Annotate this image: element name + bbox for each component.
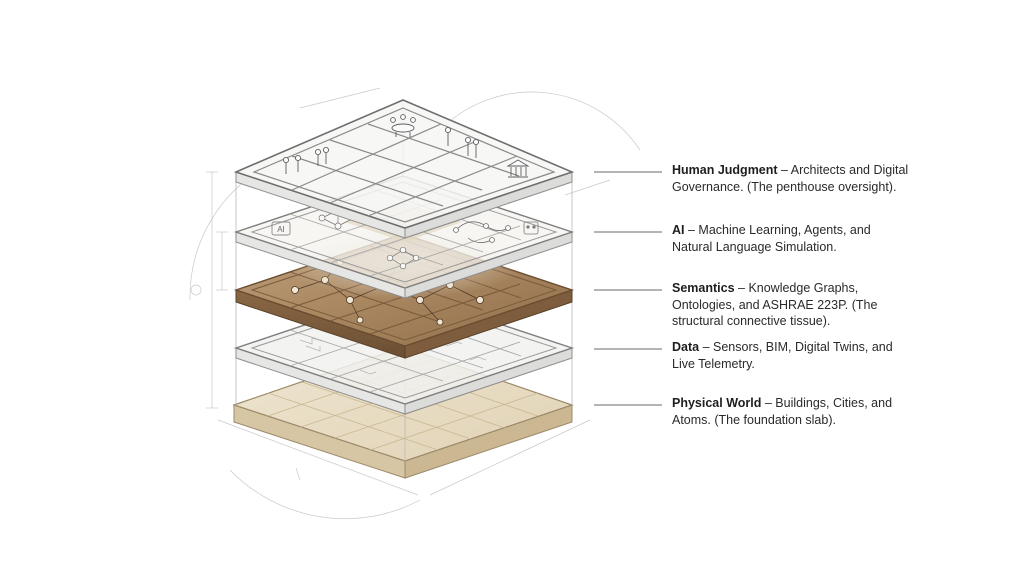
people-group-icon: [282, 146, 330, 174]
svg-text:AI: AI: [277, 225, 285, 234]
ai-chip-icon: AI: [271, 221, 291, 236]
layer-description: Architects and Digital: [790, 163, 909, 177]
layer-dash: –: [734, 281, 749, 295]
layer-description: Knowledge Graphs,: [748, 281, 859, 295]
layer-name: Human Judgment: [672, 163, 778, 177]
layer-dash: –: [684, 223, 699, 237]
layer-description-cont: Natural Language Simulation.: [672, 239, 837, 254]
institution-building-icon: [506, 159, 530, 178]
layer-name: Physical World: [672, 396, 762, 410]
label-ai: AI – Machine Learning, Agents, and Natur…: [672, 222, 1002, 255]
layer-description-cont: structural connective tissue).: [672, 314, 831, 328]
layer-description-cont: Ontologies, and ASHRAE 223P. (The: [672, 297, 878, 312]
layer-description-cont: Governance. (The penthouse oversight).: [672, 179, 897, 194]
people-pair-icon: [444, 126, 480, 158]
leader-lines: [594, 171, 662, 406]
layer-description-cont: Atoms. (The foundation slab).: [672, 412, 836, 427]
meeting-table-icon: [390, 114, 416, 137]
layer-description: Machine Learning, Agents, and: [698, 223, 871, 237]
label-physical-world: Physical World – Buildings, Cities, and …: [672, 395, 1002, 428]
layer-name: Semantics: [672, 281, 735, 295]
layer-description: Buildings, Cities, and: [775, 396, 893, 410]
layer-dash: –: [699, 340, 713, 354]
layer-description-cont: Live Telemetry.: [672, 356, 755, 371]
robot-agent-icon: [523, 221, 539, 235]
layer-dash: –: [761, 396, 776, 410]
layer-description: Sensors, BIM, Digital Twins, and: [713, 340, 893, 354]
neural-network-icon-center: [386, 246, 420, 270]
layer-name: AI: [672, 223, 685, 237]
layer-human-judgment-frame: [233, 99, 575, 239]
network-graph-icon: [453, 221, 511, 243]
label-data: Data – Sensors, BIM, Digital Twins, and …: [672, 339, 1002, 372]
layer-labels: Human Judgment – Architects and Digital …: [672, 0, 1002, 576]
label-human-judgment: Human Judgment – Architects and Digital …: [672, 162, 1002, 195]
layer-name: Data: [672, 340, 700, 354]
sketch-guidelines: [189, 87, 641, 519]
label-semantics: Semantics – Knowledge Graphs, Ontologies…: [672, 280, 1002, 330]
layer-dash: –: [777, 163, 791, 177]
